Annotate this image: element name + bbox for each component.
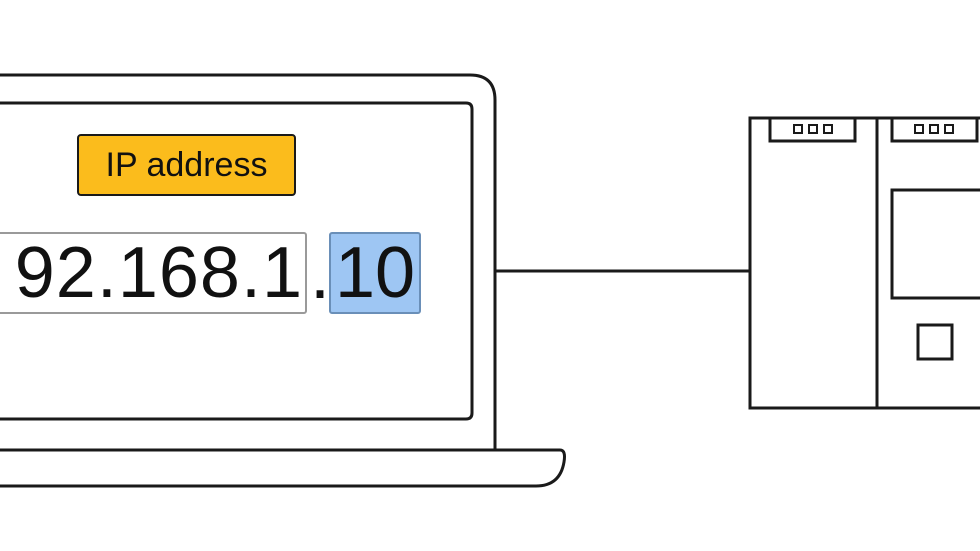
plc-status-button xyxy=(916,323,954,361)
laptop-base xyxy=(0,448,566,488)
ip-address-display: 92.168.1 . 10 xyxy=(0,232,430,316)
plc-connector-pins xyxy=(793,124,954,134)
plc-connector-left xyxy=(768,116,857,143)
laptop-lid-outline xyxy=(0,73,497,450)
plc-connector-right xyxy=(890,116,979,143)
laptop-screen-bezel xyxy=(0,101,474,421)
ip-host-part: 10 xyxy=(329,232,421,314)
ip-separator: . xyxy=(310,234,331,314)
plc-housing xyxy=(748,116,980,410)
laptop-icon xyxy=(0,73,566,488)
ip-address-label: IP address xyxy=(77,134,296,196)
ip-network-part: 92.168.1 xyxy=(14,233,303,313)
ip-network-part-box: 92.168.1 xyxy=(0,232,307,314)
plc-device-icon xyxy=(748,116,980,410)
plc-display-window xyxy=(890,188,980,300)
